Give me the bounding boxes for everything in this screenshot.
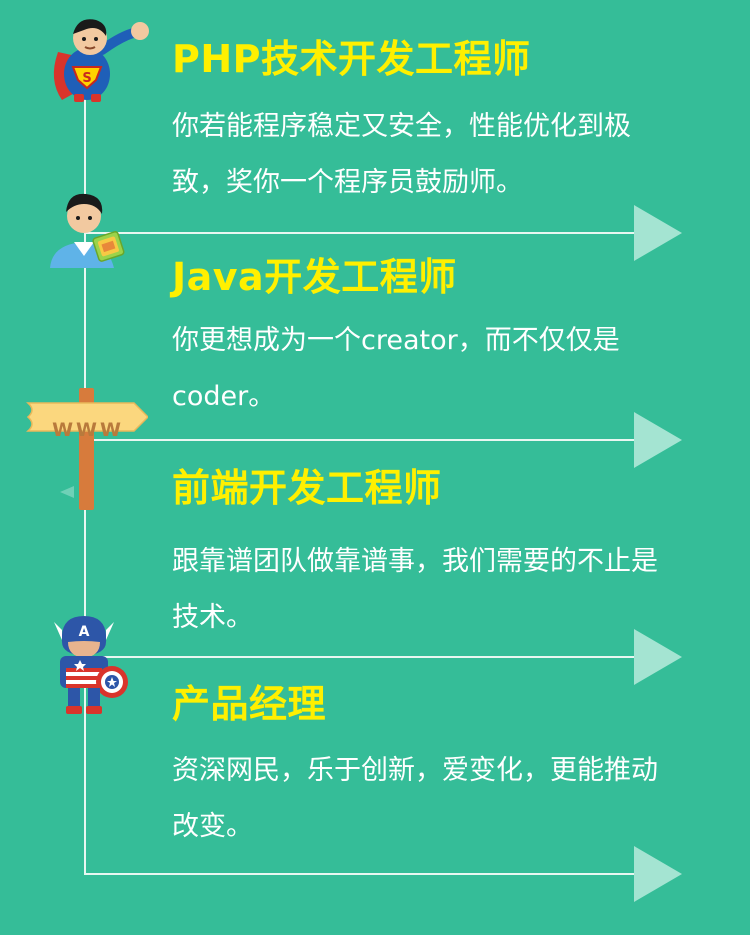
developer-avatar-icon [50, 193, 125, 268]
arrow-right-icon [634, 846, 682, 902]
svg-text:S: S [82, 71, 91, 86]
timeline-divider-1 [86, 232, 638, 234]
job-description-frontend: 跟靠谱团队做靠谱事，我们需要的不止是技术。 [172, 546, 658, 633]
job-title-java: Java开发工程师 [172, 255, 457, 299]
arrow-right-icon [634, 629, 682, 685]
superman-icon: S [53, 19, 149, 102]
arrow-right-icon [634, 205, 682, 261]
job-description-java: 你更想成为一个creator，而不仅仅是coder。 [172, 325, 620, 412]
timeline-divider-3 [86, 656, 638, 658]
timeline-divider-4 [86, 873, 638, 875]
job-description-php: 你若能程序稳定又安全，性能优化到极致，奖你一个程序员鼓励师。 [172, 111, 631, 198]
www-signpost-icon: WWW [26, 388, 148, 510]
job-title-frontend: 前端开发工程师 [172, 466, 442, 510]
job-title-php: PHP技术开发工程师 [172, 37, 531, 81]
job-description-product-manager: 资深网民，乐于创新，爱变化，更能推动改变。 [172, 755, 658, 842]
arrow-right-icon [634, 412, 682, 468]
captain-america-icon: A [54, 616, 128, 714]
job-title-product-manager: 产品经理 [172, 682, 327, 726]
signpost-label: WWW [52, 419, 124, 441]
timeline-divider-2 [86, 439, 638, 441]
svg-text:A: A [79, 624, 90, 640]
